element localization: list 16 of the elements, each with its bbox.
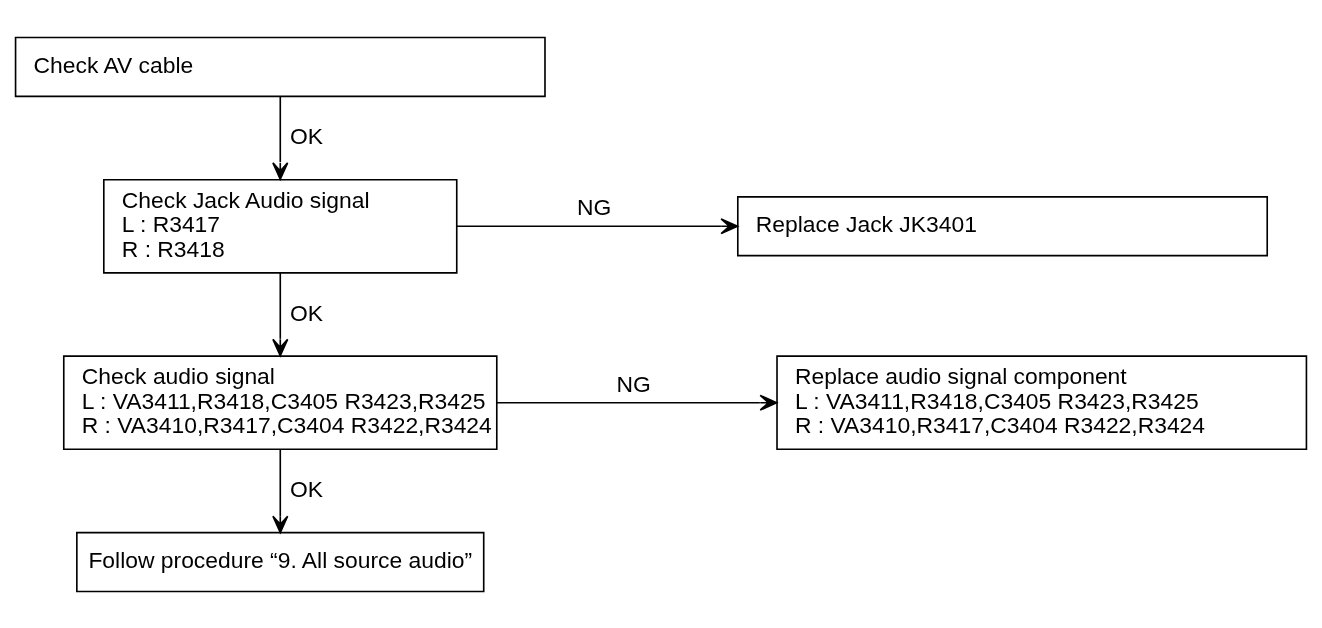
arrow: [456, 217, 739, 234]
arrow: [272, 448, 289, 533]
edge-label: NG: [576, 193, 612, 220]
edge-label: NG: [616, 370, 651, 397]
node-box: Check AV cable: [14, 36, 546, 97]
node-box: Check Jack Audio signal L : R3417 R : R3418: [103, 178, 458, 274]
node-box: Check audio signal L : VA3411,R3418,C3405 R3423,R3425 R : VA3410,R3417,C3404 R3422,R3424: [62, 354, 498, 450]
arrow: [272, 95, 289, 180]
node-box: Replace Jack JK3401: [737, 195, 1269, 256]
arrow: [496, 394, 778, 411]
edge-label: OK: [289, 299, 324, 326]
node-box: Follow procedure “9. All source audio”: [76, 531, 485, 592]
edge-label: OK: [289, 122, 324, 149]
node-box: Replace audio signal component L : VA3411,R3418,C3405 R3423,R3425 R : VA3410,R3417,C3404 R3422,R3424: [776, 354, 1308, 450]
edge-label: OK: [289, 475, 324, 502]
arrow: [272, 271, 289, 356]
